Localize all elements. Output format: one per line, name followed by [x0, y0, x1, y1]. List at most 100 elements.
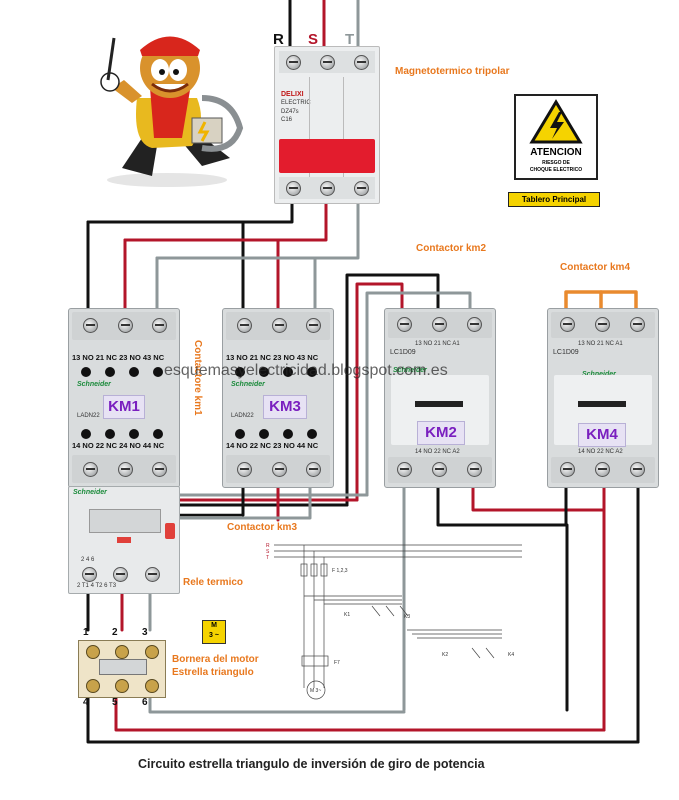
km1-contact-screw-icon [105, 429, 115, 439]
terminal-stud-icon [115, 679, 129, 693]
warning-line2: RIESGO DE [542, 160, 570, 166]
km1-top-contacts: 13 NO 21 NC 23 NO 43 NC [72, 353, 165, 362]
km1-bottom-contacts: 14 NO 22 NC 24 NO 44 NC [72, 441, 165, 450]
relay-brand: Schneider [73, 489, 107, 496]
screw-icon [630, 317, 645, 332]
breaker-pole-divider [309, 77, 310, 177]
km3-contact-screw-icon [283, 367, 293, 377]
breaker-rating: C16 [281, 117, 293, 123]
relay-screw-icon [82, 567, 97, 582]
motor-terminal-label-2: Estrella triangulo [172, 667, 254, 678]
relay-reset-button[interactable] [165, 523, 175, 539]
main-board-badge: Tablero Principal [508, 192, 600, 207]
terminal-stud-icon [145, 679, 159, 693]
km1-contact-screw-icon [105, 367, 115, 377]
warning-title: ATENCION [530, 147, 582, 158]
schematic-phase-s: S [266, 549, 270, 555]
contactor-km4-label: Contactor km4 [560, 262, 631, 273]
motor-badge: M 3 ~ [202, 620, 226, 644]
km3-contact-screw-icon [283, 429, 293, 439]
contactor-km3-label: Contactor km3 [227, 522, 298, 533]
electrician-mascot-illustration [100, 36, 244, 187]
terminal-number: 5 [112, 697, 118, 708]
screw-icon [118, 318, 133, 333]
contactor-km2-label: Contactor km2 [416, 243, 487, 254]
screw-icon [83, 462, 98, 477]
breaker-screw-icon [320, 181, 335, 196]
km1-name-badge: KM1 [103, 395, 145, 419]
km2-model: LC1D09 [390, 349, 416, 356]
schematic-phase-t: T [266, 555, 269, 561]
screw-icon [272, 318, 287, 333]
screw-icon [272, 462, 287, 477]
km3-name-badge: KM3 [263, 395, 307, 419]
km1-contact-screw-icon [153, 367, 163, 377]
screw-icon [560, 462, 575, 477]
thermal-relay: Schneider 2 4 6 2 T1 4 T2 6 T3 [68, 486, 180, 594]
relay-term-labels: 2 T1 4 T2 6 T3 [77, 583, 117, 589]
phase-r-label: R [273, 31, 284, 48]
contactor-km3: 13 NO 21 NC 23 NO 43 NC Schneider LADN22… [222, 308, 334, 488]
screw-icon [467, 317, 482, 332]
breaker-brand: DELIXI [281, 91, 304, 98]
schematic-relay-label: F7 [334, 660, 340, 666]
km3-bottom-contacts: 14 NO 22 NC 23 NO 44 NC [226, 441, 319, 450]
km2-name-badge: KM2 [417, 421, 465, 445]
km1-ladn: LADN22 [77, 413, 100, 419]
screw-icon [152, 318, 167, 333]
contactor-km2: 13 NO 21 NC A1 LC1D09 Schneider KM2 14 N… [384, 308, 496, 488]
screw-icon [595, 462, 610, 477]
relay-stop-button[interactable] [117, 537, 131, 543]
km4-brand: Schneider [582, 371, 616, 378]
breaker-screw-icon [286, 181, 301, 196]
schematic-motor-label: M 3~ [310, 688, 321, 694]
power-schematic: R S T F 1,2,3 F7 K1 K3 K2 K4 M 3~ [266, 543, 522, 700]
relay-screw-icon [113, 567, 128, 582]
terminal-number: 2 [112, 627, 118, 638]
km1-contact-screw-icon [153, 429, 163, 439]
terminal-link-bar [99, 659, 147, 675]
warning-line3: CHOQUE ELECTRICO [529, 167, 583, 173]
km4-model: LC1D09 [553, 349, 579, 356]
breaker-toggle-lever[interactable] [279, 139, 375, 173]
contactor-km1: 13 NO 21 NC 23 NO 43 NC Schneider LADN22… [68, 308, 180, 488]
km1-contact-screw-icon [129, 367, 139, 377]
screw-icon [397, 317, 412, 332]
screw-icon [432, 462, 447, 477]
km1-contact-screw-icon [81, 429, 91, 439]
terminal-number: 1 [83, 627, 89, 638]
screw-icon [118, 462, 133, 477]
motor-terminal-label-1: Bornera del motor [172, 654, 259, 665]
km2-brand: Schneider [393, 367, 427, 374]
km2-top-terms: 13 NO 21 NC A1 [415, 341, 460, 347]
breaker-model: DZ47s [281, 109, 299, 115]
terminal-number: 4 [83, 697, 89, 708]
km1-brand: Schneider [77, 381, 111, 388]
screw-icon [397, 462, 412, 477]
screw-icon [467, 462, 482, 477]
terminal-stud-icon [86, 645, 100, 659]
breaker-screw-icon [354, 55, 369, 70]
relay-screw-icon [145, 567, 160, 582]
schematic-k4-label: K4 [508, 652, 514, 658]
km3-brand: Schneider [231, 381, 265, 388]
screw-icon [560, 317, 575, 332]
screw-icon [306, 462, 321, 477]
screw-icon [630, 462, 645, 477]
schematic-fuse-label: F 1,2,3 [332, 568, 348, 574]
breaker-screw-icon [320, 55, 335, 70]
screw-icon [306, 318, 321, 333]
contactor-km4: 13 NO 21 NC A1 LC1D09 Schneider KM4 14 N… [547, 308, 659, 488]
km3-top-contacts: 13 NO 21 NC 23 NO 43 NC [226, 353, 319, 362]
km3-contact-screw-icon [307, 429, 317, 439]
km3-contact-screw-icon [259, 367, 269, 377]
screw-icon [595, 317, 610, 332]
km3-contact-screw-icon [235, 367, 245, 377]
km4-top-terms: 13 NO 21 NC A1 [578, 341, 623, 347]
relay-dial[interactable] [89, 509, 161, 533]
km1-contact-screw-icon [81, 367, 91, 377]
km3-contact-screw-icon [235, 429, 245, 439]
km4-indicator-window [578, 401, 626, 407]
screw-icon [237, 462, 252, 477]
screw-icon [152, 462, 167, 477]
